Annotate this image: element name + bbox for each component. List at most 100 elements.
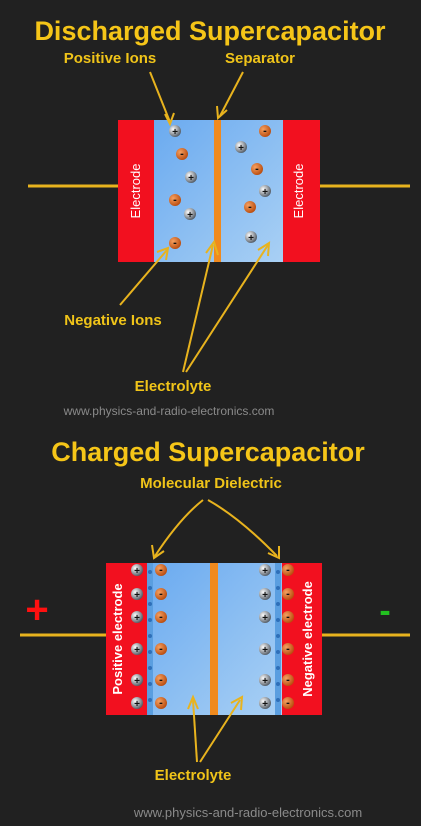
positive-ion: + (185, 171, 197, 184)
svg-text:-: - (159, 674, 163, 686)
negative-ion: - (155, 674, 167, 686)
negative-charge: - (282, 611, 294, 623)
top-electrode-right (283, 120, 320, 262)
top-electrolyte-label: Electrolyte (135, 378, 212, 395)
svg-text:-: - (159, 564, 163, 576)
svg-text:+: + (262, 676, 268, 687)
negative-charge: - (282, 564, 294, 576)
svg-text:-: - (263, 125, 267, 137)
svg-text:-: - (286, 611, 290, 623)
positive-charge: + (131, 643, 143, 656)
svg-text:+: + (238, 143, 244, 154)
bottom-watermark: www.physics-and-radio-electronics.com (133, 805, 362, 820)
positive-ion: + (259, 564, 271, 577)
svg-text:+: + (134, 613, 140, 624)
top-separator (214, 120, 221, 262)
negative-charge: - (282, 697, 294, 709)
svg-text:-: - (180, 148, 184, 160)
positive-charge: + (131, 588, 143, 601)
positive-charge: + (131, 697, 143, 710)
svg-text:-: - (286, 697, 290, 709)
svg-text:+: + (172, 127, 178, 138)
positive-ion: + (259, 588, 271, 601)
svg-text:+: + (262, 187, 268, 198)
top-electrode-left (118, 120, 154, 262)
svg-text:-: - (159, 697, 163, 709)
svg-text:-: - (286, 674, 290, 686)
positive-ion: + (259, 185, 271, 198)
top-electrode-left-label: Electrode (128, 164, 143, 219)
positive-charge: + (131, 674, 143, 687)
svg-text:-: - (286, 588, 290, 600)
negative-ion: - (155, 611, 167, 623)
positive-ion: + (259, 697, 271, 710)
svg-text:-: - (286, 643, 290, 655)
positive-charge: + (131, 564, 143, 577)
svg-text:+: + (187, 210, 193, 221)
separator-label: Separator (225, 50, 295, 67)
negative-ion: - (155, 697, 167, 709)
top-watermark: www.physics-and-radio-electronics.com (63, 404, 275, 418)
top-pointers (119, 71, 271, 373)
svg-text:+: + (262, 590, 268, 601)
svg-text:+: + (134, 676, 140, 687)
negative-ion: - (251, 163, 263, 175)
negative-ion: - (244, 201, 256, 213)
svg-text:-: - (159, 611, 163, 623)
svg-text:+: + (134, 699, 140, 710)
positive-ion: + (245, 231, 257, 244)
positive-ion: + (259, 611, 271, 624)
top-electrode-right-label: Electrode (291, 164, 306, 219)
svg-text:-: - (159, 643, 163, 655)
positive-ions-label: Positive Ions (64, 50, 157, 67)
svg-text:+: + (262, 566, 268, 577)
positive-ion: + (235, 141, 247, 154)
bottom-separator (210, 563, 218, 715)
svg-text:-: - (255, 163, 259, 175)
negative-ion: - (155, 588, 167, 600)
svg-text:-: - (173, 194, 177, 206)
negative-ion: - (176, 148, 188, 160)
negative-ion: - (259, 125, 271, 137)
positive-electrode-label: Positive electrode (110, 583, 125, 694)
dielectric-pointers (151, 499, 280, 560)
svg-text:-: - (286, 564, 290, 576)
bottom-pointers (187, 694, 244, 763)
svg-text:+: + (262, 613, 268, 624)
minus-sign: - (379, 592, 390, 630)
svg-text:-: - (159, 588, 163, 600)
negative-electrode-label: Negative electrode (300, 581, 315, 697)
negative-charge: - (282, 588, 294, 600)
positive-ion: + (259, 674, 271, 687)
positive-ion: + (184, 208, 196, 221)
bottom-title: Charged Supercapacitor (51, 437, 365, 467)
svg-text:-: - (173, 237, 177, 249)
svg-text:+: + (134, 645, 140, 656)
top-title: Discharged Supercapacitor (34, 16, 386, 46)
svg-text:-: - (248, 201, 252, 213)
plus-sign: + (25, 588, 48, 632)
svg-text:+: + (248, 233, 254, 244)
bottom-electrode-left (106, 563, 147, 715)
negative-ions-label: Negative Ions (64, 312, 162, 329)
negative-ion: - (169, 194, 181, 206)
positive-charge: + (131, 611, 143, 624)
negative-charge: - (282, 674, 294, 686)
dielectric-layer-right (275, 563, 281, 715)
dielectric-layer-left (147, 563, 153, 715)
positive-ion: + (169, 125, 181, 138)
negative-ion: - (155, 643, 167, 655)
svg-text:+: + (262, 645, 268, 656)
bottom-electrolyte-label: Electrolyte (155, 767, 232, 784)
top-ions: + - + - + - - + - + - + (169, 125, 271, 249)
positive-ion: + (259, 643, 271, 656)
bottom-ions: + + + + + + - - - - - - + + + + + + - - … (131, 564, 294, 710)
negative-charge: - (282, 643, 294, 655)
negative-ion: - (155, 564, 167, 576)
dielectric-label: Molecular Dielectric (140, 475, 282, 492)
svg-text:+: + (262, 699, 268, 710)
svg-text:+: + (134, 566, 140, 577)
negative-ion: - (169, 237, 181, 249)
svg-text:+: + (134, 590, 140, 601)
